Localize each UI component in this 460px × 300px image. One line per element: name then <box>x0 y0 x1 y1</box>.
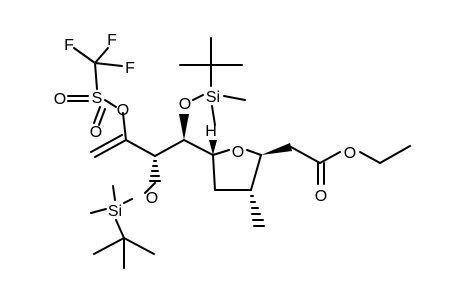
bond-o-c2 <box>122 112 127 141</box>
atom-label-h: H <box>205 123 217 140</box>
atom-label-o-silyl-bottom: O <box>146 190 158 207</box>
bond-o-si-top <box>192 94 204 101</box>
bond-s-o-triflate <box>104 99 117 108</box>
atom-label-o-carbonyl: O <box>315 188 327 205</box>
atom-label-o-ring: O <box>232 144 244 161</box>
bond-c2-c3-ring <box>250 154 262 191</box>
bond-c4-c5 <box>183 139 214 156</box>
triflyl-bonds <box>67 47 123 126</box>
bond-c2-ch2-b <box>90 134 123 153</box>
atom-label-o-ester: O <box>344 145 356 162</box>
bond-c-s <box>94 62 98 90</box>
bond-c3-c4 <box>154 139 185 157</box>
bond-si-me1-top <box>223 95 246 101</box>
atom-label-o-triflate: O <box>117 102 129 119</box>
bond-carbonyl-o-ester <box>319 151 341 164</box>
bold-wedge-c2-ch2 <box>261 143 292 155</box>
bond-c3-o-bottom <box>144 182 156 194</box>
bond-c4-c5-ring <box>212 154 216 191</box>
hash-wedge-c3-o <box>149 160 161 182</box>
tbs-bottom-bonds <box>90 185 155 269</box>
bond-o-ch2-ethyl <box>359 151 381 164</box>
atom-labels: F F F S O O O O Si O Si H O O O <box>54 32 356 220</box>
atom-label-si-top: Si <box>206 89 220 106</box>
tbs-top-bonds <box>179 37 246 126</box>
bond-s-o-double-d <box>98 108 106 126</box>
bond-c-f2 <box>94 47 109 64</box>
bond-ch2-ch3-ethyl <box>379 145 411 164</box>
bond-o-si-bottom <box>123 198 133 204</box>
bold-wedge-c4-o <box>179 114 189 140</box>
atom-label-o-sulfonyl-2: O <box>90 124 102 141</box>
bond-c2-ch2-a <box>94 139 127 158</box>
ester-chain-bonds <box>290 145 411 185</box>
atom-label-si-bottom: Si <box>108 203 122 220</box>
bond-si-me1-bottom <box>90 208 107 214</box>
atom-label-s: S <box>92 90 103 107</box>
bond-c-f1 <box>73 47 96 64</box>
bond-s-o-double-c <box>93 106 101 124</box>
backbone-bonds <box>144 114 214 194</box>
bond-c-f3 <box>94 62 123 67</box>
bond-si-me2-bottom <box>112 185 116 201</box>
atom-label-f2: F <box>107 32 117 49</box>
bond-ch2-carbonyl <box>290 146 321 164</box>
vinyl-bonds <box>90 112 156 158</box>
bond-ctert-me2-bottom <box>93 237 125 255</box>
hash-wedge-c3-methyl <box>250 195 265 227</box>
bond-o-ring-c2 <box>246 149 262 156</box>
atom-label-f3: F <box>125 60 135 77</box>
thf-ring-bonds <box>209 140 292 227</box>
bond-si-me2-top <box>211 105 216 126</box>
atom-label-f1: F <box>64 37 74 54</box>
atom-label-o-sulfonyl-1: O <box>54 91 66 108</box>
bond-ctert-me3-bottom <box>123 237 155 255</box>
bold-wedge-c5-h <box>209 140 217 155</box>
bond-c5-o-ring <box>212 149 230 156</box>
bond-si-ctert-bottom <box>115 219 125 239</box>
atom-label-o-silyl-top: O <box>179 96 191 113</box>
bond-c2-c3 <box>125 139 156 157</box>
